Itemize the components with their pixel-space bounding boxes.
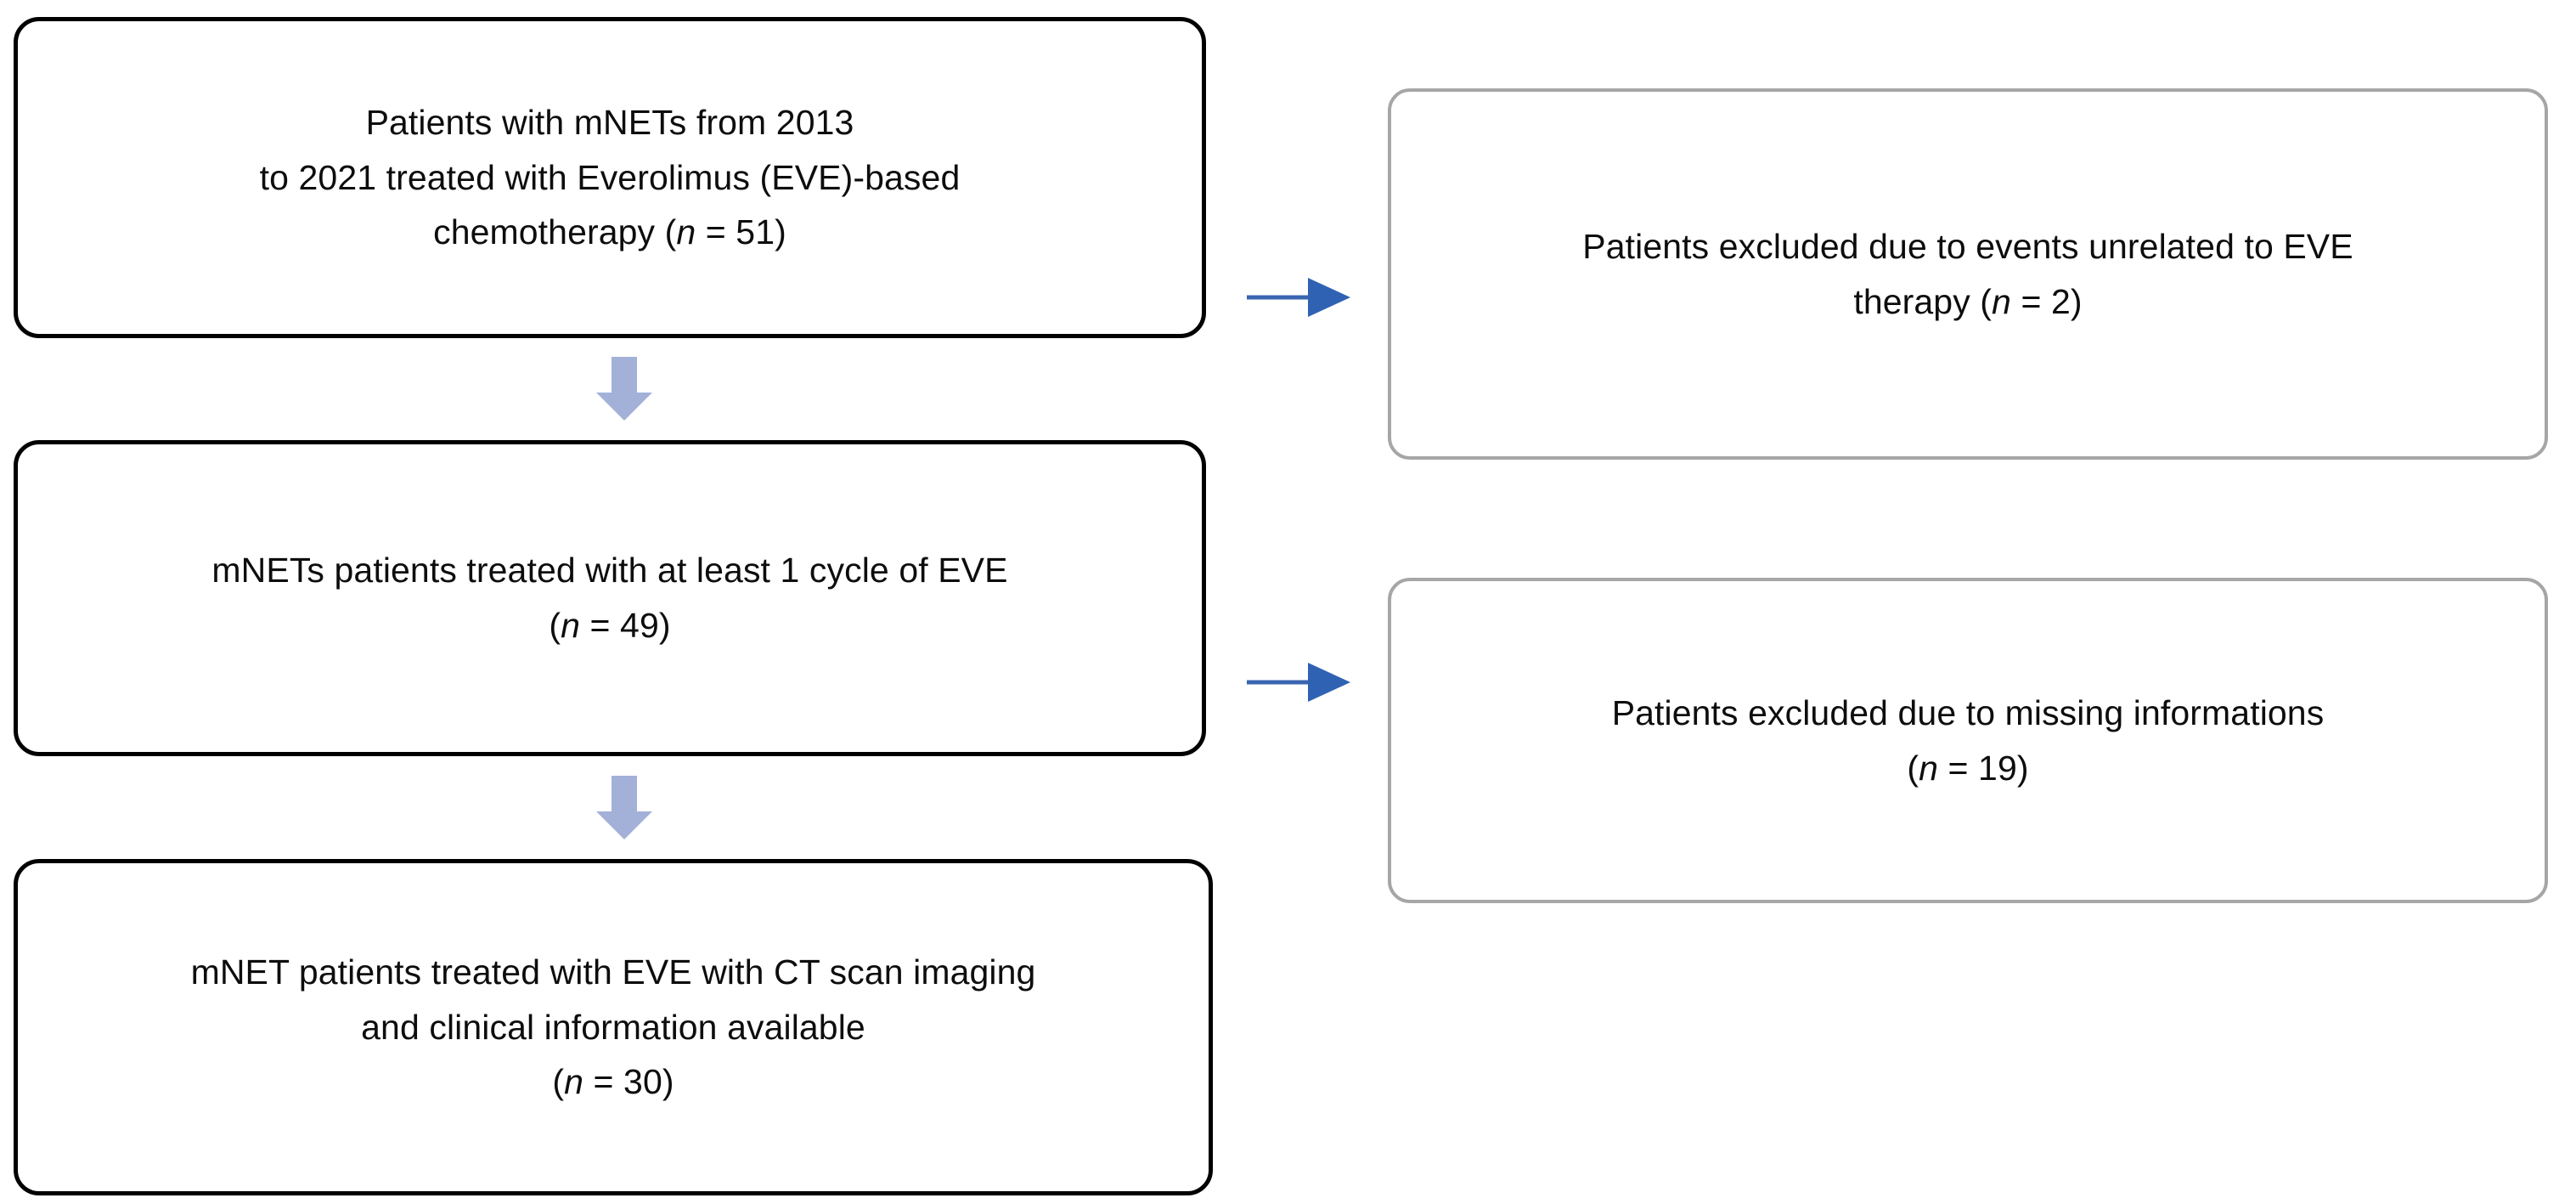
- flow-box-at-least-one-cycle: mNETs patients treated with at least 1 c…: [14, 440, 1206, 756]
- block-arrow-down-icon: [596, 357, 652, 421]
- final-line-3-post: = 30): [583, 1062, 674, 1102]
- block-arrow-down-icon: [596, 776, 652, 839]
- enrolled-line-1: Patients with mNETs from 2013: [365, 102, 854, 142]
- excl1-line-2-pre: therapy (: [1853, 281, 1993, 321]
- excl2-line-1: Patients excluded due to missing informa…: [1611, 692, 2325, 732]
- line-arrow-right-icon: [1247, 278, 1350, 317]
- final-line-3-pre: (: [552, 1062, 565, 1102]
- cycle-line-2-pre: (: [549, 606, 561, 645]
- flow-box-excluded-unrelated-events-text: Patients excluded due to events unrelate…: [1553, 219, 2382, 330]
- flow-box-final-cohort: mNET patients treated with EVE with CT s…: [14, 859, 1213, 1195]
- final-n-symbol: n: [564, 1062, 584, 1102]
- enrolled-line-3-pre: chemotherapy (: [433, 212, 677, 252]
- down-arrow-cycle-to-final: [593, 776, 656, 840]
- enrolled-line-3-post: = 51): [696, 212, 786, 252]
- flow-box-at-least-one-cycle-text: mNETs patients treated with at least 1 c…: [183, 543, 1036, 653]
- flow-box-enrolled: Patients with mNETs from 2013 to 2021 tr…: [14, 17, 1206, 338]
- flow-box-enrolled-text: Patients with mNETs from 2013 to 2021 tr…: [231, 95, 989, 260]
- enrolled-n-symbol: n: [676, 212, 696, 252]
- excl1-line-2-post: = 2): [2010, 281, 2083, 321]
- flow-box-excluded-missing-info-text: Patients excluded due to missing informa…: [1583, 686, 2353, 796]
- excl2-line-2-post: = 19): [1938, 748, 2029, 788]
- cycle-n-symbol: n: [561, 606, 581, 645]
- excl1-line-1: Patients excluded due to events unrelate…: [1582, 226, 2353, 266]
- cycle-line-1: mNETs patients treated with at least 1 c…: [211, 551, 1008, 591]
- line-arrow-right-icon: [1247, 663, 1350, 702]
- excl2-line-2-pre: (: [1907, 748, 1919, 788]
- excl2-n-symbol: n: [1919, 748, 1939, 788]
- side-arrow-enrolled-to-excluded-unrelated: [1245, 274, 1356, 321]
- excl1-n-symbol: n: [1992, 281, 2011, 321]
- flow-box-excluded-missing-info: Patients excluded due to missing informa…: [1388, 578, 2548, 903]
- enrolled-line-2: to 2021 treated with Everolimus (EVE)-ba…: [259, 157, 961, 197]
- flow-box-final-cohort-text: mNET patients treated with EVE with CT s…: [162, 945, 1065, 1110]
- flow-box-excluded-unrelated-events: Patients excluded due to events unrelate…: [1388, 88, 2548, 460]
- down-arrow-enrolled-to-cycle: [593, 357, 656, 421]
- side-arrow-cycle-to-excluded-missing: [1245, 658, 1356, 706]
- cycle-line-2-post: = 49): [580, 606, 671, 645]
- final-line-2: and clinical information available: [361, 1007, 865, 1047]
- final-line-1: mNET patients treated with EVE with CT s…: [190, 952, 1036, 992]
